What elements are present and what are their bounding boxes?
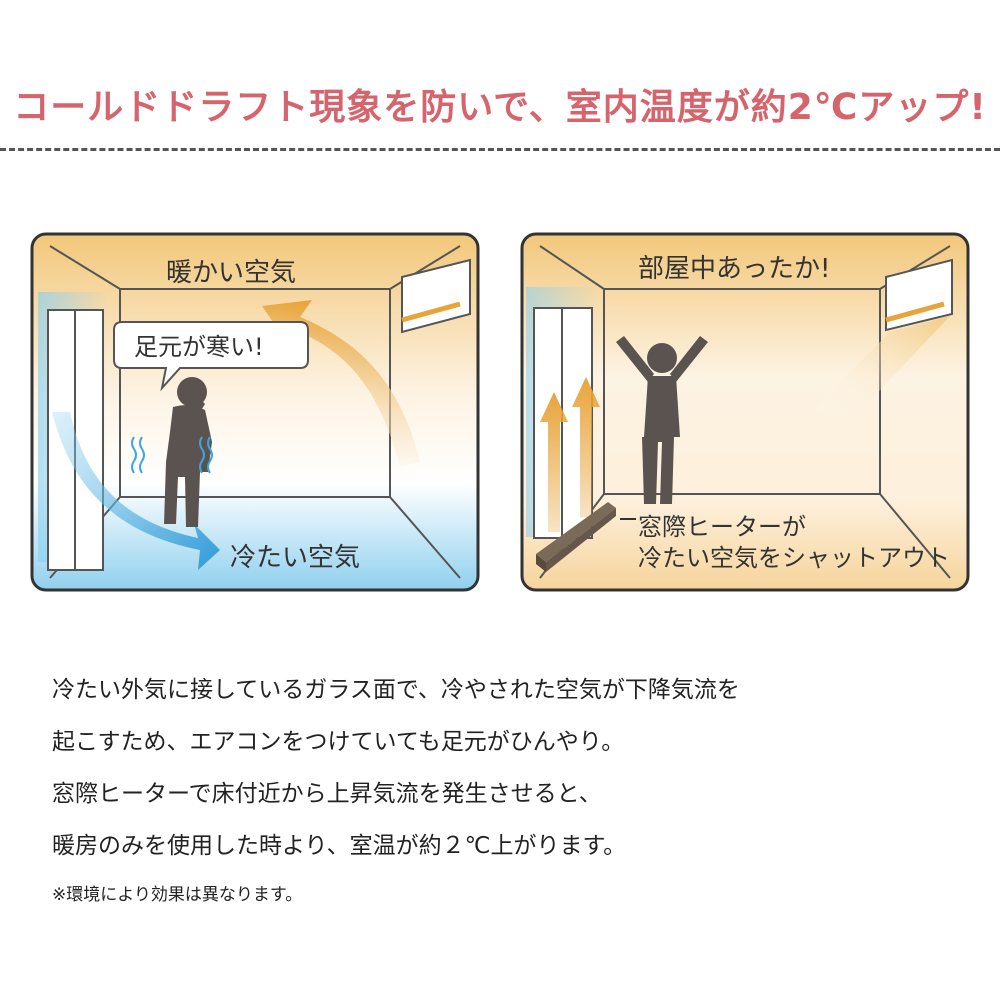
dashed-divider [0, 148, 1000, 151]
shivering-person-icon [164, 377, 212, 527]
heater-label-line1: 窓際ヒーターが [638, 513, 806, 541]
air-conditioner-icon [885, 258, 953, 332]
disclaimer-note: ※環境により効果は異なります。 [52, 885, 303, 905]
cold-draft-illustration: 暖かい空気 足元が寒い! 冷たい空気 [30, 232, 480, 592]
cold-air-arrow [52, 412, 220, 570]
panel-frame [520, 232, 970, 592]
description-line: 窓際ヒーターで床付近から上昇気流を発生させると、 [52, 781, 602, 807]
warm-room-title: 部屋中あったか! [638, 254, 831, 284]
description: 冷たい外気に接しているガラス面で、冷やされた空気が下降気流を 起こすため、エアコ… [52, 668, 972, 876]
speech-text: 足元が寒い! [134, 333, 264, 361]
happy-person-icon [616, 336, 708, 504]
warm-air-arrow [262, 300, 420, 467]
warm-air-flow [810, 316, 950, 422]
cold-air-label: 冷たい空気 [230, 543, 361, 573]
speech-bubble [113, 321, 309, 392]
description-line: 起こすため、エアコンをつけていても足元がひんやり。 [52, 729, 625, 755]
description-line: 冷たい外気に接しているガラス面で、冷やされた空気が下降気流を [52, 677, 740, 703]
warm-air-label: 暖かい空気 [166, 258, 297, 288]
window-heater-illustration: 部屋中あったか! 窓際ヒーターが 冷たい空気をシャットアウト [520, 232, 970, 592]
warm-updraft-arrow [572, 377, 600, 517]
room-illustration-left [30, 232, 480, 592]
headline: コールドドラフト現象を防いで、室内温度が約2℃アップ! [13, 87, 987, 128]
warm-updraft-arrow [540, 392, 568, 532]
air-conditioner-icon [401, 258, 471, 334]
shiver-lines [131, 436, 213, 474]
description-line: 暖房のみを使用した時より、室温が約２℃上がります。 [52, 833, 627, 859]
room-illustration-right [520, 232, 970, 592]
heater-label-line2: 冷たい空気をシャットアウト [638, 544, 950, 572]
window-heater-icon [536, 502, 616, 572]
